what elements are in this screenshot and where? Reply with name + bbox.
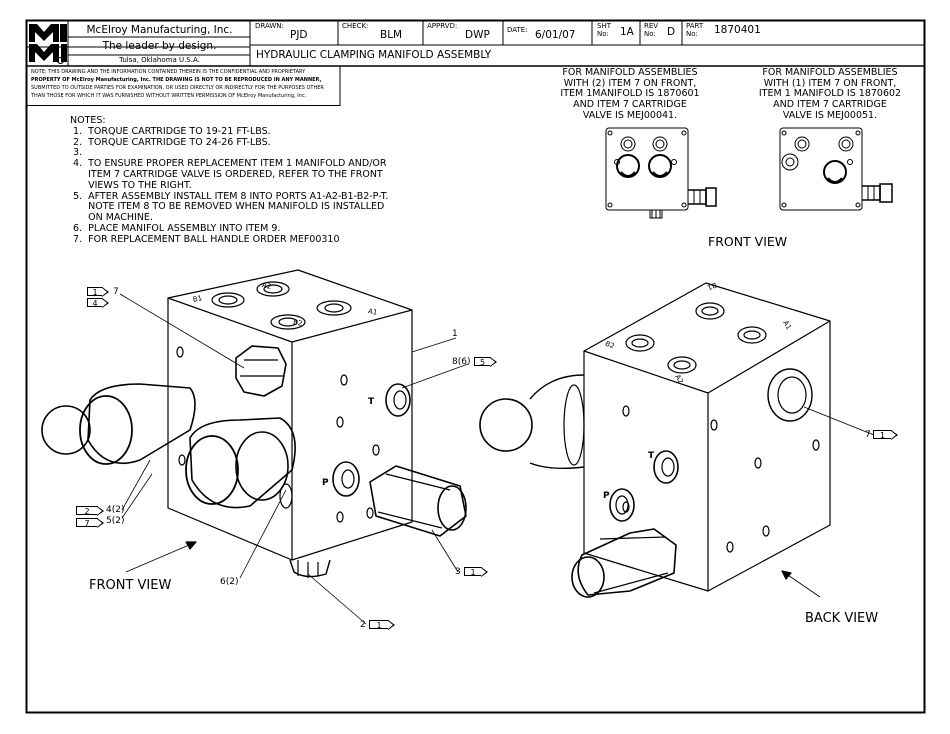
flag-note-1b: 1 [464, 567, 488, 577]
note-line: VIEWS TO THE RIGHT. [70, 179, 192, 191]
sheet-label: SHT [597, 22, 611, 30]
flag-note-2: 2 [76, 506, 104, 516]
manifold-note-line: AND ITEM 7 CARTRIDGE [773, 99, 887, 111]
front-view-top-label: FRONT VIEW [708, 234, 788, 249]
drawn-value: PJD [290, 29, 308, 41]
part-label: PART [686, 22, 704, 30]
apprvd-label: APPRVD: [427, 22, 458, 30]
note-line: NOTE ITEM 8 TO BE REMOVED WHEN MANIFOLD … [70, 201, 385, 213]
date-label: DATE: [507, 26, 528, 34]
flag-note-4: 4 [87, 298, 109, 308]
callout-2: 2 [360, 620, 366, 630]
circle-icon [57, 57, 64, 64]
flag-note-1d: 1 [873, 430, 898, 440]
manifold-note-line: VALVE IS MEJ00041. [582, 109, 678, 121]
manifold-note-line: WITH (1) ITEM 7 ON FRONT, [763, 77, 897, 89]
note-line: 6. PLACE MANIFOL ASSEMBLY INTO ITEM 9. [70, 222, 281, 234]
note-line: 1. TORQUE CARTRIDGE TO 19-21 FT-LBS. [70, 125, 271, 137]
back-port-t-label: T [648, 451, 655, 461]
callout-6-2: 6(2) [220, 577, 239, 587]
note-line: 3. [70, 147, 83, 159]
sheet-value: 1A [620, 26, 634, 38]
back-view-label: BACK VIEW [805, 611, 879, 626]
general-notes: NOTES: 1. TORQUE CARTRIDGE TO 19-21 FT-L… [70, 115, 389, 246]
note-line: ON MACHINE. [70, 212, 153, 224]
drawn-label: DRAWN: [255, 22, 284, 30]
flag-note-7: 7 [76, 518, 104, 528]
manifold-note-line: FOR MANIFOLD ASSEMBLIES [762, 67, 898, 78]
back-port-p-label: P [603, 491, 610, 501]
note-line: 2. TORQUE CARTRIDGE TO 24-26 FT-LBS. [70, 136, 271, 148]
manifold-note-right: FOR MANIFOLD ASSEMBLIES WITH (1) ITEM 7 … [745, 67, 915, 122]
flag-note-5: 5 [474, 357, 497, 367]
note-line: ITEM 7 CARTRIDGE VALVE IS ORDERED, REFER… [70, 168, 383, 180]
flag-note-1c: 1 [369, 620, 395, 630]
small-front-view-two-valves [605, 127, 717, 219]
part-value: 1870401 [714, 24, 761, 36]
flag-note-1: 1 [87, 287, 109, 297]
rev-value: D [667, 26, 676, 38]
manifold-note-line: ITEM 1 MANIFOLD IS 1870602 [758, 88, 902, 100]
company-location: Tulsa, Oklahoma U.S.A. [119, 56, 200, 64]
manifold-note-line: AND ITEM 7 CARTRIDGE [573, 99, 687, 111]
confidential-line-3: SUBMITTED TO OUTSIDE PARTIES FOR EXAMINA… [31, 85, 324, 91]
callout-4-2: 4(2) [106, 505, 125, 515]
note-line: 5. AFTER ASSEMBLY INSTALL ITEM 8 INTO PO… [70, 190, 389, 202]
note-line: 4. TO ENSURE PROPER REPLACEMENT ITEM 1 M… [70, 158, 387, 170]
manifold-note-line: ITEM 1MANIFOLD IS 1870601 [560, 88, 700, 100]
sheet-no-label: No: [597, 30, 609, 38]
check-label: CHECK: [342, 22, 369, 30]
manifold-note-line: FOR MANIFOLD ASSEMBLIES [562, 67, 698, 78]
front-view-isometric [41, 269, 469, 625]
manifold-note-left: FOR MANIFOLD ASSEMBLIES WITH (2) ITEM 7 … [545, 67, 715, 122]
part-no-label: No: [686, 30, 698, 38]
port-p-label: P [322, 478, 329, 488]
rev-label: REV [644, 22, 659, 30]
date-value: 6/01/07 [535, 29, 576, 41]
callout-1: 1 [452, 329, 458, 339]
back-view-isometric [479, 282, 875, 598]
check-value: BLM [380, 29, 403, 41]
company-tagline: The leader by design. [102, 40, 217, 52]
manifold-note-line: WITH (2) ITEM 7 ON FRONT, [563, 77, 697, 89]
callout-5-2: 5(2) [106, 516, 125, 526]
callout-7-front: 7 [113, 287, 119, 297]
company-name: McElroy Manufacturing, Inc. [86, 24, 233, 36]
callout-3: 3 [455, 567, 461, 577]
confidential-line-4: THAN THOSE FOR WHICH IT WAS FURNISHED WI… [31, 93, 307, 99]
front-view-label: FRONT VIEW [89, 578, 172, 593]
confidential-line-2: PROPERTY OF McElroy Manufacturing, Inc. … [31, 77, 322, 83]
drawing-title: HYDRAULIC CLAMPING MANIFOLD ASSEMBLY [256, 49, 492, 61]
manifold-note-line: VALVE IS MEJ00051. [782, 109, 878, 121]
notes-heading: NOTES: [70, 115, 106, 126]
note-line: 7. FOR REPLACEMENT BALL HANDLE ORDER MEF… [70, 233, 340, 245]
port-t-label: T [368, 397, 375, 407]
rev-no-label: No: [644, 30, 656, 38]
mmi-logo [29, 24, 67, 62]
apprvd-value: DWP [465, 29, 490, 41]
small-front-view-one-valve [779, 127, 893, 211]
callout-7-back: 7 [865, 430, 871, 440]
confidential-line-1: NOTE: THIS DRAWING AND THE INFORMATION C… [31, 69, 306, 75]
callout-8: 8(6) [452, 357, 471, 367]
